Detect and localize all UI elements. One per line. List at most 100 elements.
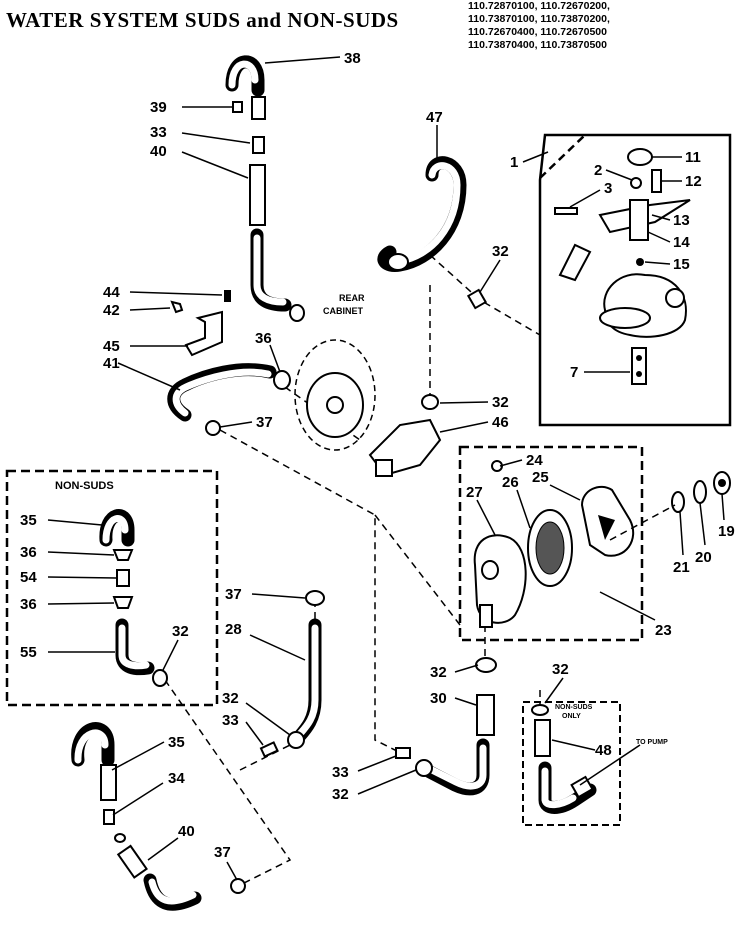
valve-cap-11 (627, 148, 653, 166)
hose-35-b-inner (74, 729, 109, 764)
hose-40-b (116, 844, 148, 879)
model-number-line: 110.73870100, 110.73870200, (468, 13, 610, 25)
part-label-36: 36 (20, 596, 37, 613)
hose-30-lower-inner (428, 744, 487, 790)
leader-line (357, 769, 417, 795)
model-number-list: 110.72870100, 110.72670200, 110.73870100… (468, 0, 750, 52)
connector-34-ring (114, 833, 126, 843)
part-label-40: 40 (178, 823, 195, 840)
part-label-48: 48 (595, 742, 612, 759)
leader-line (699, 502, 706, 546)
leader-line (264, 56, 341, 64)
part-label-41: 41 (103, 355, 120, 372)
screw-42 (170, 300, 184, 314)
leader-line (644, 261, 671, 265)
leader-line (129, 307, 171, 311)
valve-bracket (558, 243, 592, 282)
model-number-line: 110.72670400, 110.72670500 (468, 26, 607, 38)
leader-line (454, 664, 479, 673)
rear-cabinet-hole (326, 396, 344, 414)
hose-40-top (249, 164, 266, 226)
valve-nut-2 (630, 177, 642, 189)
leader-line (162, 639, 179, 671)
part-label-12: 12 (685, 173, 702, 190)
rear-cabinet-outline (294, 339, 376, 451)
part-label-27: 27 (466, 484, 483, 501)
leader-line (479, 259, 501, 293)
part-33-top (252, 136, 265, 154)
hose-38-inner (228, 60, 259, 89)
part-label-32: 32 (492, 394, 509, 411)
dispenser-27-port (481, 560, 499, 580)
part-label-40: 40 (150, 143, 167, 160)
pump-fitting (570, 775, 594, 799)
leader-line (605, 169, 633, 181)
leader-line (549, 484, 581, 501)
part-label-37: 37 (225, 586, 242, 603)
leader-line (651, 214, 671, 221)
hose-40-b-lower-inner (148, 878, 197, 905)
part-label-33: 33 (332, 764, 349, 781)
bracket-45 (184, 310, 223, 357)
part-label-35: 35 (20, 512, 37, 529)
nut-19-center (718, 479, 726, 487)
part-label-46: 46 (492, 414, 509, 431)
leader-line (476, 499, 496, 536)
leader-line (117, 362, 181, 391)
leader-line (112, 782, 164, 816)
clamp-32-d (305, 590, 325, 606)
valve-seal-7 (631, 347, 647, 385)
to-pump-leader (579, 744, 641, 786)
leader-line (679, 511, 684, 556)
hose-47-inner (396, 162, 461, 265)
clamp-32-a (466, 288, 488, 310)
leader-line (147, 837, 179, 861)
leader-line (647, 231, 671, 243)
leader-line (47, 602, 115, 605)
leader-line (599, 591, 656, 621)
valve-stem-14 (629, 199, 649, 241)
part-label-11: 11 (685, 149, 701, 166)
connector-line (374, 514, 461, 626)
hose-55-inner (118, 624, 150, 670)
hose-35-b-lower (100, 764, 117, 801)
washer-20 (693, 480, 707, 504)
part-label-47: 47 (426, 109, 443, 126)
leader-line (245, 702, 291, 736)
diagram-title: WATER SYSTEM SUDS and NON-SUDS (6, 8, 399, 32)
part-label-32: 32 (222, 690, 239, 707)
non-suds-only-label: NON-SUDS (555, 704, 593, 711)
leader-line (245, 721, 264, 746)
valve-seal-dot (636, 371, 642, 377)
part-label-37: 37 (256, 414, 273, 431)
part-label-14: 14 (673, 234, 690, 251)
leader-line (522, 151, 549, 163)
hose-40-lower-inner (253, 234, 287, 306)
leader-line (111, 741, 165, 771)
leader-line (219, 421, 253, 428)
part-label-25: 25 (532, 469, 549, 486)
clamp-36-upper (289, 304, 305, 322)
clamp-32-c (152, 669, 168, 687)
clamp-32-f (475, 657, 497, 673)
clamp-32-h (531, 704, 549, 716)
leader-line (47, 519, 103, 526)
connector-line (164, 679, 292, 886)
leader-line (181, 132, 251, 144)
part-label-35: 35 (168, 734, 185, 751)
hose-47-end (387, 253, 409, 271)
fitting-46-port (375, 459, 393, 477)
leader-line (251, 593, 306, 599)
cover-25-mark (598, 515, 615, 540)
part-label-15: 15 (673, 256, 690, 273)
connector-line (429, 254, 541, 336)
part-label-33: 33 (150, 124, 167, 141)
part-label-32: 32 (172, 623, 189, 640)
part-label-21: 21 (673, 559, 690, 576)
leader-line (439, 421, 489, 433)
part-label-34: 34 (168, 770, 185, 787)
part-label-26: 26 (502, 474, 519, 491)
non-suds-only-box (522, 701, 621, 826)
dispenser-assembly-box (458, 445, 644, 642)
